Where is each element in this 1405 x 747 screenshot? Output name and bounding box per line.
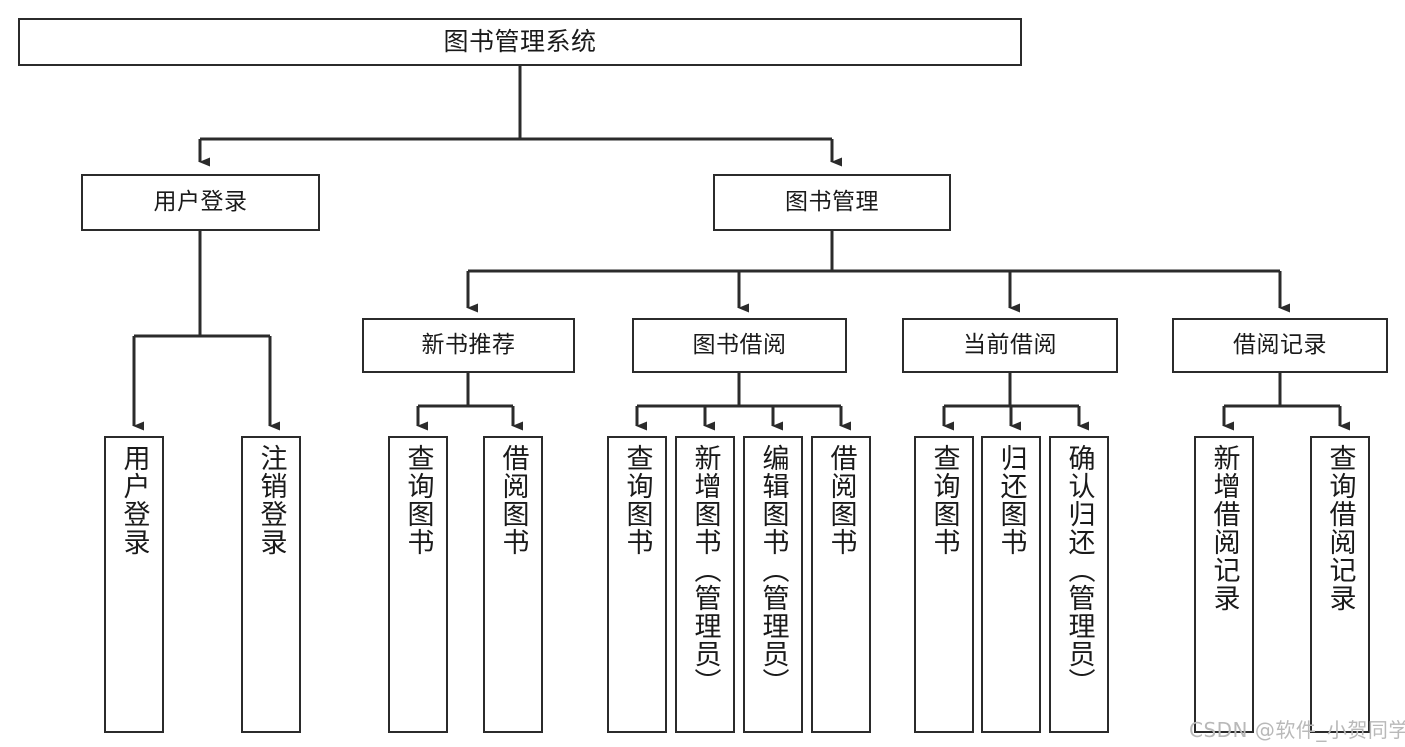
node-book-management[interactable]: 图书管理 bbox=[713, 174, 951, 231]
node-leaf-borrow-book-1[interactable]: 借阅图书 bbox=[483, 436, 543, 733]
node-label: 图书管理系统 bbox=[443, 27, 597, 56]
node-label: 查询图书 bbox=[928, 444, 960, 556]
node-book-borrow[interactable]: 图书借阅 bbox=[632, 318, 847, 373]
node-label: 当前借阅 bbox=[963, 331, 1057, 358]
node-label: 用户登录 bbox=[118, 444, 150, 556]
node-label: 图书管理 bbox=[785, 188, 879, 215]
node-leaf-edit-book[interactable]: 编辑图书（管理员） bbox=[743, 436, 803, 733]
node-leaf-query-book-2[interactable]: 查询图书 bbox=[607, 436, 667, 733]
node-label: 查询借阅记录 bbox=[1324, 444, 1356, 612]
node-label: 用户登录 bbox=[153, 188, 248, 215]
node-current-borrow[interactable]: 当前借阅 bbox=[902, 318, 1118, 373]
node-leaf-logout-login[interactable]: 注销登录 bbox=[241, 436, 301, 733]
node-label: 借阅记录 bbox=[1233, 331, 1327, 358]
node-label: 新增借阅记录 bbox=[1208, 444, 1240, 612]
node-leaf-borrow-book-2[interactable]: 借阅图书 bbox=[811, 436, 871, 733]
node-label: 新书推荐 bbox=[421, 331, 516, 358]
node-label: 查询图书 bbox=[402, 444, 434, 556]
node-label: 借阅图书 bbox=[497, 444, 529, 556]
node-user-login[interactable]: 用户登录 bbox=[81, 174, 320, 231]
node-label: 借阅图书 bbox=[825, 444, 857, 556]
node-label: 归还图书 bbox=[995, 444, 1027, 556]
node-leaf-add-record[interactable]: 新增借阅记录 bbox=[1194, 436, 1254, 733]
node-book-management-system[interactable]: 图书管理系统 bbox=[18, 18, 1022, 66]
node-leaf-confirm-return[interactable]: 确认归还（管理员） bbox=[1049, 436, 1109, 733]
node-leaf-return-book[interactable]: 归还图书 bbox=[981, 436, 1041, 733]
node-leaf-query-book-3[interactable]: 查询图书 bbox=[914, 436, 974, 733]
node-label: 新增图书（管理员） bbox=[689, 444, 721, 696]
node-leaf-query-record[interactable]: 查询借阅记录 bbox=[1310, 436, 1370, 733]
node-label: 注销登录 bbox=[255, 444, 287, 556]
node-leaf-user-login[interactable]: 用户登录 bbox=[104, 436, 164, 733]
node-label: 编辑图书（管理员） bbox=[757, 444, 789, 696]
node-leaf-query-book-1[interactable]: 查询图书 bbox=[388, 436, 448, 733]
node-label: 查询图书 bbox=[621, 444, 653, 556]
node-leaf-add-book[interactable]: 新增图书（管理员） bbox=[675, 436, 735, 733]
node-label: 图书借阅 bbox=[692, 331, 787, 358]
node-borrow-record[interactable]: 借阅记录 bbox=[1172, 318, 1388, 373]
node-label: 确认归还（管理员） bbox=[1063, 444, 1095, 696]
node-new-book-recommend[interactable]: 新书推荐 bbox=[362, 318, 575, 373]
